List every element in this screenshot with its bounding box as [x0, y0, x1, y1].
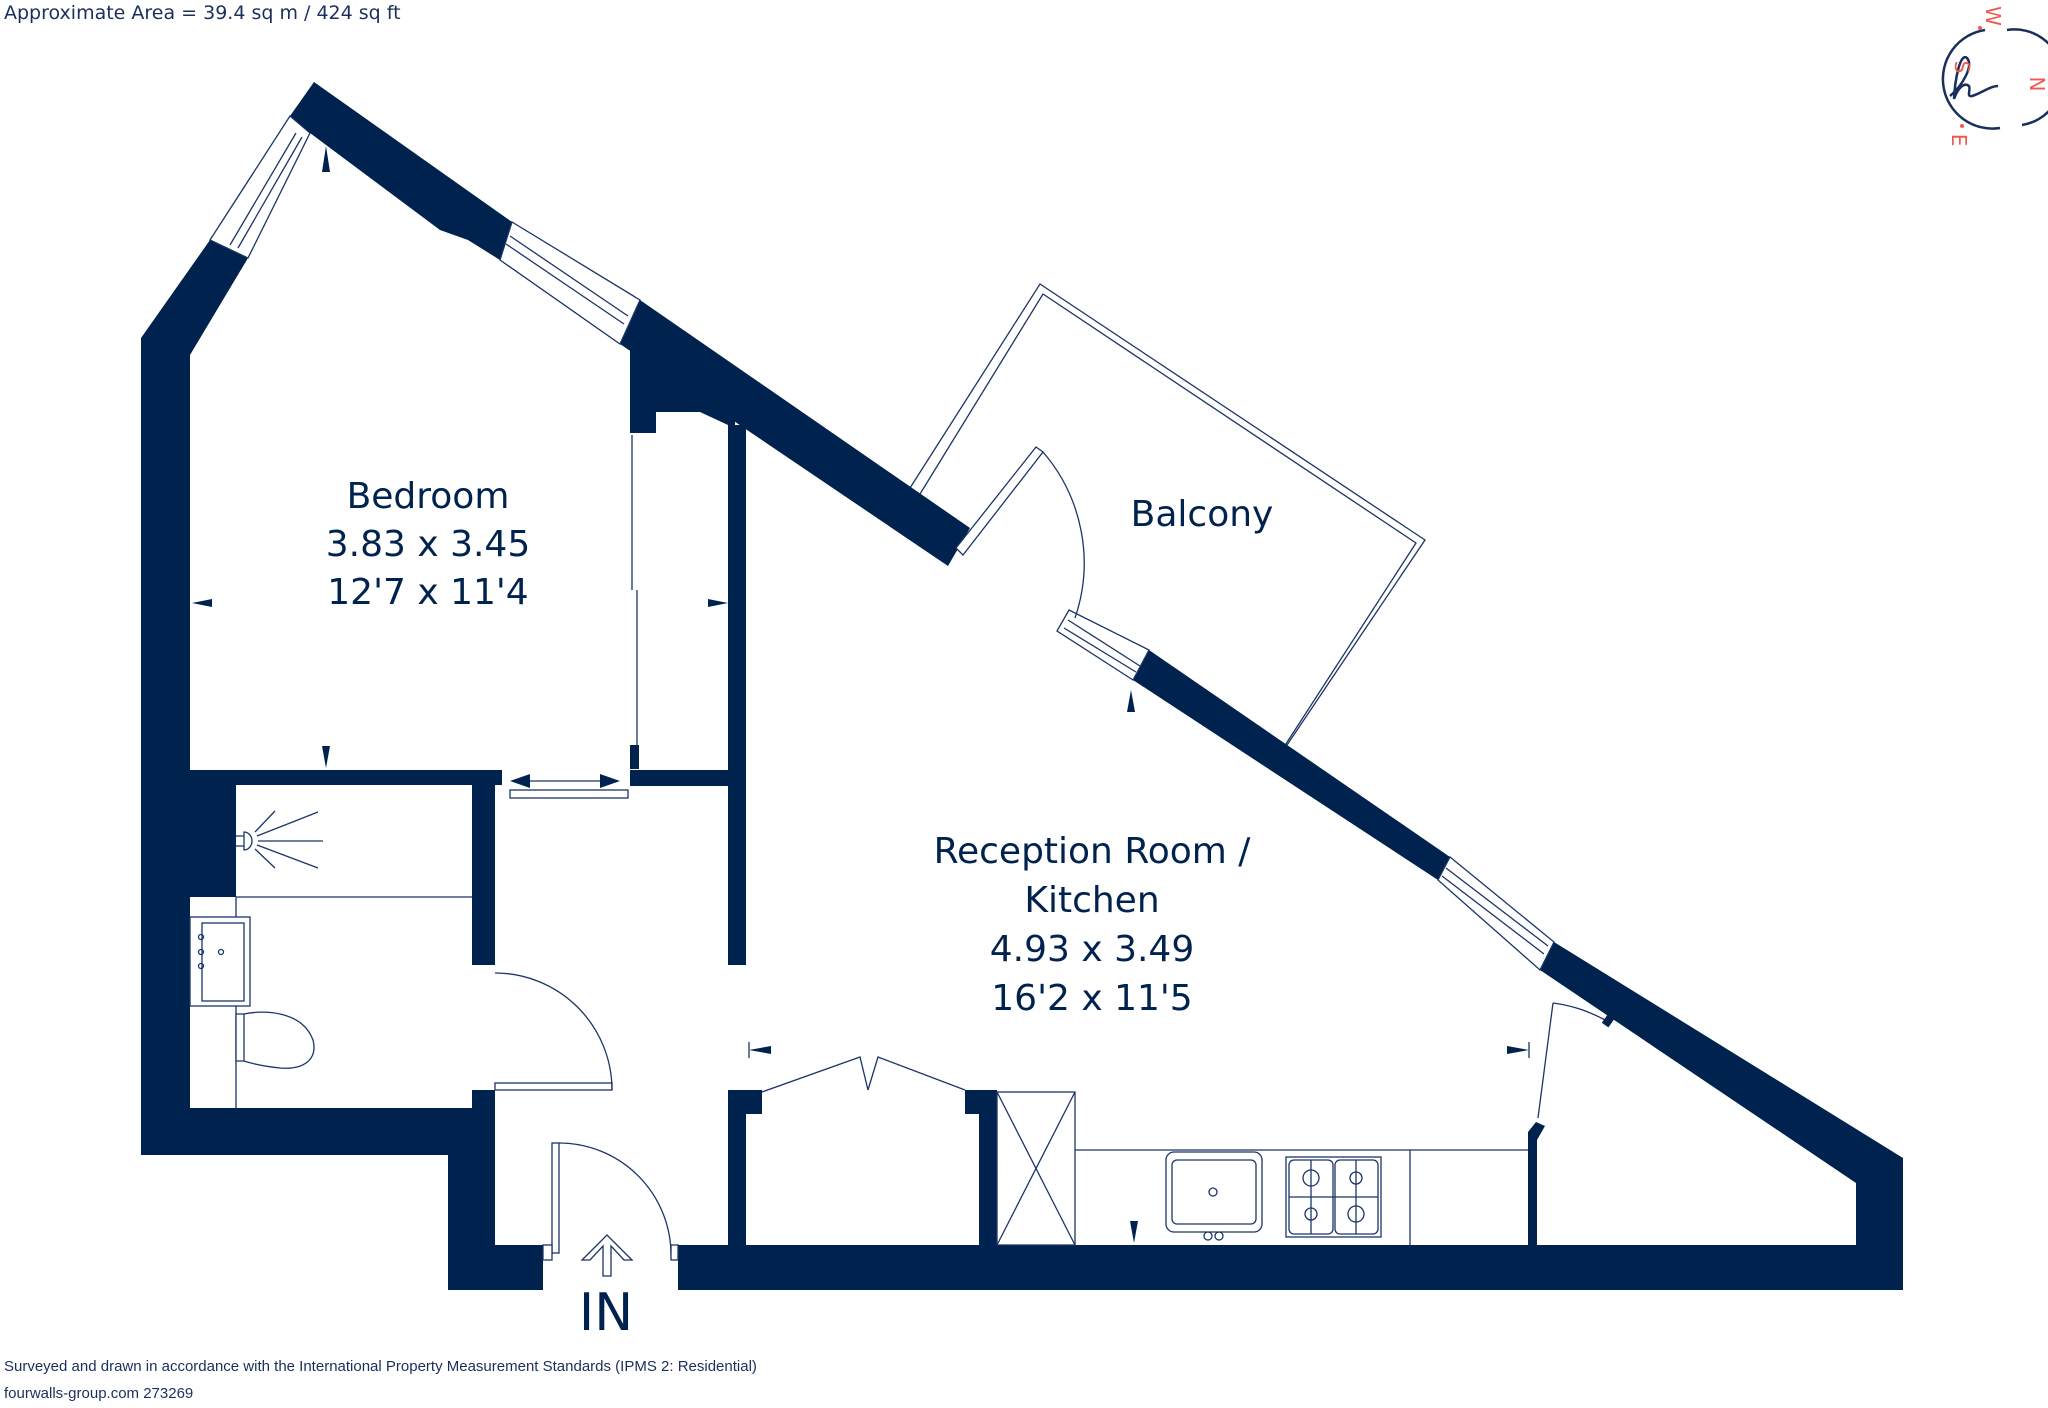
- wall-closet-stub: [630, 745, 639, 769]
- window-upper-left: [209, 115, 311, 259]
- kitchen-appliance-tall: [996, 1091, 1076, 1246]
- wall-upper-left-slant: [141, 240, 248, 770]
- wall-bedroom-corner: [630, 335, 746, 965]
- bedroom-sliding-door: [509, 774, 629, 799]
- compass-south: S: [1950, 61, 1974, 74]
- footer-reference: fourwalls-group.com 273269: [4, 1385, 194, 1402]
- window-balcony-side: [1056, 609, 1150, 681]
- window-bedroom-top: [499, 221, 641, 345]
- walls: [141, 82, 1903, 1290]
- entrance-arrow-icon: [580, 1234, 634, 1277]
- bathroom: [189, 810, 472, 1108]
- wall-right-slant-lower: [1540, 942, 1903, 1290]
- measurement-markers: [192, 146, 1530, 1243]
- reception-name-line1: Reception Room /: [934, 831, 1252, 872]
- compass-west: W: [1981, 6, 2005, 26]
- bathroom-sink: [189, 916, 251, 1007]
- wall-kitchen-right: [979, 1090, 997, 1245]
- entrance-door: [542, 1142, 679, 1261]
- storage-cupboard-door: [1537, 1002, 1615, 1119]
- wall-bedroom-bottom: [141, 770, 502, 965]
- reception-name-line2: Kitchen: [1024, 880, 1159, 921]
- reception-label: Reception Room / Kitchen 4.93 x 3.49 16'…: [934, 831, 1252, 1019]
- wall-right-slant: [1133, 650, 1450, 880]
- logo-glyph-icon: [1949, 56, 1999, 100]
- wall-top-middle: [620, 300, 970, 566]
- shower-head: [236, 810, 323, 869]
- window-reception-right: [1437, 855, 1555, 972]
- hob: [1285, 1156, 1382, 1238]
- compass-ring-right: [2006, 28, 2048, 127]
- bathroom-door: [494, 972, 613, 1091]
- wall-bottom: [678, 1245, 1890, 1290]
- bedroom-metric: 3.83 x 3.45: [326, 524, 531, 565]
- wall-kitchen-right-jamb: [965, 1090, 979, 1114]
- kitchen-sink: [1165, 1151, 1263, 1241]
- reception-metric: 4.93 x 3.49: [990, 929, 1195, 970]
- wall-bedroom-bottom-right: [630, 770, 730, 786]
- toilet: [235, 1011, 315, 1069]
- bedroom-label: Bedroom 3.83 x 3.45 12'7 x 11'4: [326, 476, 531, 613]
- bedroom-name: Bedroom: [347, 476, 510, 517]
- bedroom-imperial: 12'7 x 11'4: [327, 572, 528, 613]
- wall-cupboard: [1528, 1122, 1545, 1245]
- entrance-label: IN: [579, 1283, 633, 1343]
- wall-left: [141, 770, 543, 1290]
- balcony-door: [955, 446, 1085, 619]
- compass-north: N: [2025, 77, 2048, 92]
- wall-kitchen-left: [728, 1090, 746, 1245]
- footer-standards: Surveyed and drawn in accordance with th…: [4, 1358, 757, 1375]
- wall-apex: [290, 82, 512, 260]
- kitchen: [996, 1091, 1528, 1246]
- wardrobe-doors: [631, 435, 638, 745]
- wall-kitchen-left-jamb: [746, 1090, 762, 1114]
- compass-east: E: [1947, 134, 1971, 147]
- compass-logo: W N S E: [1941, 6, 2048, 147]
- approximate-area: Approximate Area = 39.4 sq m / 424 sq ft: [4, 2, 401, 24]
- reception-imperial: 16'2 x 11'5: [991, 978, 1192, 1019]
- hall-cupboard-door: [761, 1056, 966, 1093]
- balcony-outline: [909, 283, 1426, 751]
- compass-ring-left: [1941, 28, 2001, 130]
- balcony-name: Balcony: [1131, 494, 1274, 535]
